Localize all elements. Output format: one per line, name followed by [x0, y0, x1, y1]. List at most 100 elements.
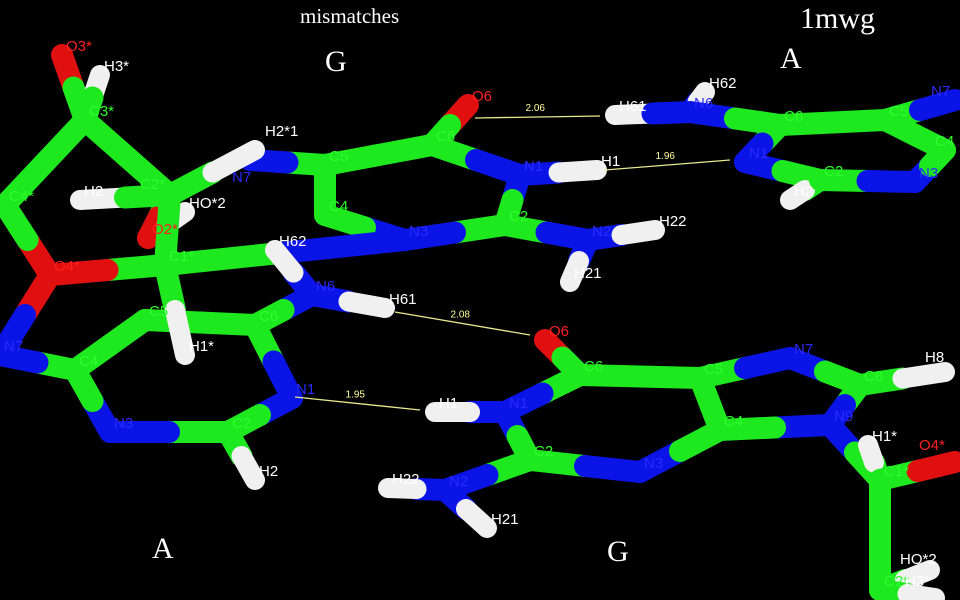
atom-label[interactable]: C4* [9, 188, 34, 205]
bond-segment [367, 134, 443, 166]
atom-label[interactable]: N6 [316, 278, 335, 295]
atom-label[interactable]: O4* [919, 437, 945, 454]
atom-label[interactable]: H62 [279, 233, 307, 250]
atom-label[interactable]: H3* [104, 58, 129, 75]
atom-label[interactable]: N3 [114, 415, 133, 432]
atom-label[interactable]: H22 [659, 213, 687, 230]
bond-segment [780, 180, 815, 210]
atom-label[interactable]: C1* [169, 248, 194, 265]
atom-label[interactable]: C6 [436, 128, 455, 145]
hbond-distance-label: 1.95 [346, 390, 366, 401]
atom-label[interactable]: HO*2 [900, 551, 937, 568]
bond-segment [858, 435, 884, 473]
atom-label[interactable]: H3* [905, 573, 930, 590]
atom-label[interactable]: N1 [509, 395, 528, 412]
bond-segment [892, 362, 955, 389]
atom-label[interactable]: C4 [329, 198, 348, 215]
bond-segment [611, 220, 665, 245]
atom-label[interactable]: H2 [259, 463, 278, 480]
atom-label[interactable]: H21 [491, 511, 519, 528]
atom-label[interactable]: H22 [392, 471, 420, 488]
bond-segment [0, 304, 36, 366]
atom-label[interactable]: O4* [54, 258, 80, 275]
atom-label[interactable]: N2 [592, 223, 611, 240]
bond-segment [274, 229, 416, 264]
atom-label[interactable]: H2 [794, 183, 813, 200]
atom-label[interactable]: C2 [509, 208, 528, 225]
bond-segment [897, 584, 945, 600]
atom-label[interactable]: H8 [925, 349, 944, 366]
atom-label[interactable]: N1 [296, 381, 315, 398]
atom-label[interactable]: C4 [935, 133, 954, 150]
atom-label[interactable]: O2* [152, 221, 178, 238]
atom-label[interactable]: N7 [4, 338, 23, 355]
atom-label[interactable]: H61 [389, 291, 417, 308]
structure-id: 1mwg [800, 2, 875, 35]
bond-segment [560, 251, 589, 292]
atom-label[interactable]: C5 [329, 148, 348, 165]
atom-label[interactable]: N1 [524, 158, 543, 175]
atom-label[interactable]: H61 [619, 98, 647, 115]
atom-label[interactable]: H1* [872, 428, 897, 445]
atom-label[interactable]: H1 [601, 153, 620, 170]
hydrogen-bond-line [294, 396, 421, 411]
atom-label[interactable]: N7 [931, 83, 950, 100]
hydrogen-bond-line [394, 311, 531, 336]
atom-label[interactable]: N1 [749, 145, 768, 162]
atom-label[interactable]: C4 [79, 353, 98, 370]
bond-segment [0, 194, 39, 251]
base-label-bottom-left: A [152, 532, 174, 565]
bond-segment [687, 82, 715, 112]
atom-label[interactable]: N7 [794, 341, 813, 358]
atom-label[interactable]: N3 [644, 455, 663, 472]
atom-label[interactable]: C5 [704, 361, 723, 378]
atom-label[interactable]: H2*1 [265, 123, 298, 140]
atom-label[interactable]: C5 [889, 103, 908, 120]
bond-segment [548, 160, 607, 183]
hydrogen-bond-line [474, 115, 601, 119]
atom-label[interactable]: H62 [709, 75, 737, 92]
bond-segment [338, 291, 395, 318]
atom-label[interactable]: C2* [140, 176, 165, 193]
bond-segment [154, 241, 296, 276]
atom-label[interactable]: C5 [149, 303, 168, 320]
atom-label[interactable]: C4 [724, 413, 743, 430]
bond-segment [202, 140, 265, 183]
hbond-distance-label: 2.06 [526, 103, 546, 114]
base-label-top-right: A [780, 42, 802, 75]
bond-segment [189, 311, 266, 336]
atom-label[interactable]: C2 [824, 163, 843, 180]
atom-label[interactable]: O3* [66, 38, 92, 55]
atom-label[interactable]: N3 [409, 223, 428, 240]
atom-label[interactable]: N2 [449, 473, 468, 490]
bond-segment [909, 89, 960, 121]
atom-label[interactable]: HO*2 [189, 195, 226, 212]
atom-label[interactable]: C2 [534, 443, 553, 460]
bond-segment [456, 499, 497, 538]
atom-label[interactable]: H1 [439, 395, 458, 412]
atom-label[interactable]: C1* [884, 463, 909, 480]
bond-segment [569, 364, 651, 388]
atom-label[interactable]: O6 [549, 323, 569, 340]
base-label-bottom-right: G [607, 535, 629, 568]
atom-label[interactable]: N7 [232, 169, 251, 186]
atom-label[interactable]: N9 [834, 408, 853, 425]
atom-label[interactable]: C6 [584, 358, 603, 375]
atom-label[interactable]: C2* [884, 573, 909, 590]
atom-label[interactable]: H2 [84, 183, 103, 200]
atom-label[interactable]: H1* [189, 338, 214, 355]
atom-label[interactable]: C6 [784, 108, 803, 125]
hbond-distance-label: 2.08 [451, 310, 471, 321]
atom-label[interactable]: C2 [232, 415, 251, 432]
atom-label[interactable]: H21 [574, 265, 602, 282]
atom-label[interactable]: N6 [694, 95, 713, 112]
bond-segment [231, 446, 265, 490]
atom-label[interactable]: C3* [89, 103, 114, 120]
view-title: mismatches [300, 4, 400, 28]
atom-label[interactable]: C8 [864, 368, 883, 385]
atom-label[interactable]: C6 [259, 308, 278, 325]
atom-label[interactable]: N3 [919, 165, 938, 182]
atom-label[interactable]: O6 [472, 88, 492, 105]
